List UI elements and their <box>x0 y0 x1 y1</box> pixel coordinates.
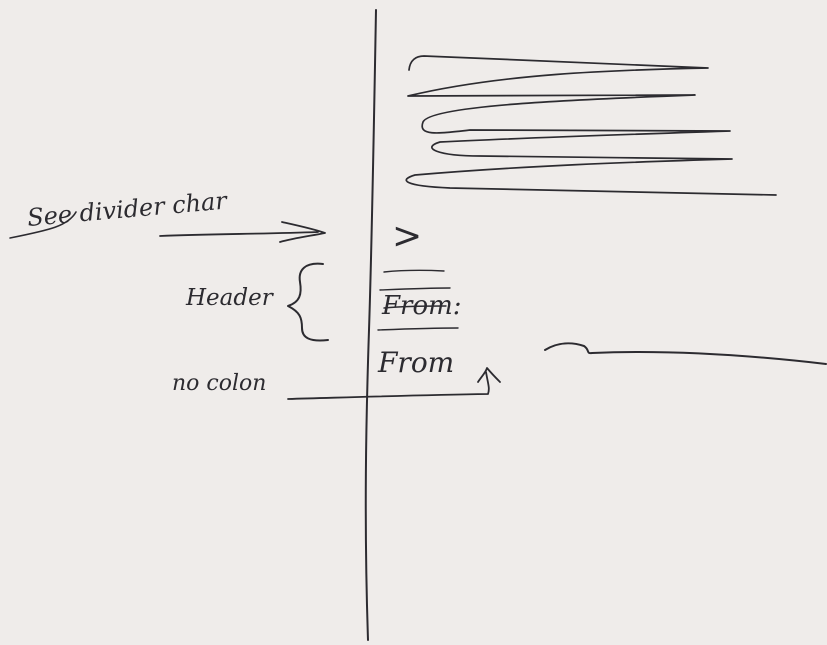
header-line-bottom <box>377 327 459 331</box>
header-line-strike <box>383 305 447 309</box>
divider-label-underline <box>9 211 77 239</box>
divider-char-label: See divider char <box>26 187 229 232</box>
divider-glyph: > <box>392 216 422 257</box>
divider-arrow <box>159 221 326 243</box>
header-line-2 <box>379 287 451 291</box>
no-colon-arrow <box>287 367 501 400</box>
from-text: From <box>377 346 454 379</box>
no-colon-label: no colon <box>172 371 266 396</box>
vertical-divider-line <box>364 9 377 641</box>
header-label: Header <box>185 285 275 311</box>
body-text-scribble <box>405 55 777 196</box>
header-brace <box>287 262 329 342</box>
from-squiggle <box>544 342 827 365</box>
header-line-top <box>383 269 445 273</box>
